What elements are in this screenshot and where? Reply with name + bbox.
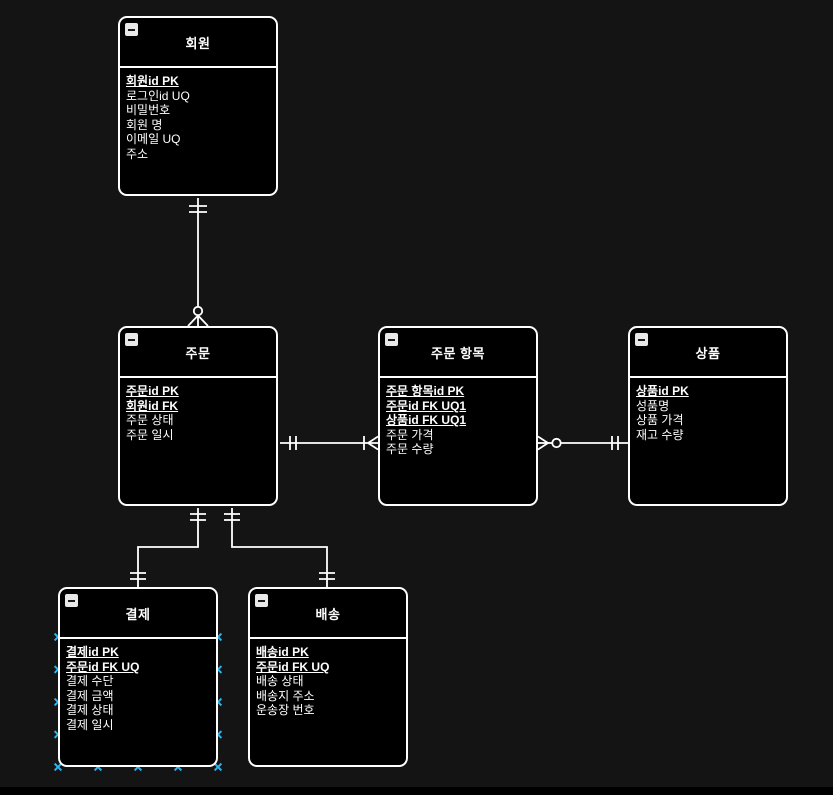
edge-order-payment[interactable] <box>130 508 206 587</box>
field-row[interactable]: 비밀번호 <box>126 103 171 117</box>
entity-member-fields: 회원id PK 로그인id UQ 비밀번호 회원 명 이메일 UQ 주소 <box>120 68 276 161</box>
field-row[interactable]: 주문id FK UQ1 <box>386 398 467 413</box>
collapse-minus-icon[interactable] <box>635 333 648 346</box>
field-row[interactable]: 주문id FK UQ <box>66 659 140 674</box>
field-row[interactable]: 결제 금액 <box>66 688 114 703</box>
field-row[interactable]: 배송 상태 <box>256 674 304 688</box>
edge-member-order[interactable] <box>187 198 209 327</box>
collapse-minus-icon[interactable] <box>385 333 398 346</box>
entity-order-title-bar: 주문 <box>120 328 276 378</box>
field-row[interactable]: 운송장 번호 <box>256 703 315 717</box>
entity-title: 회원 <box>185 35 211 51</box>
entity-product-title-bar: 상품 <box>630 328 786 378</box>
entity-shipping-title-bar: 배송 <box>250 589 406 639</box>
field-row[interactable]: 이메일 UQ <box>126 132 181 146</box>
field-row[interactable]: 주문id FK UQ <box>256 659 330 674</box>
field-row[interactable]: 주문 가격 <box>386 427 434 442</box>
field-row[interactable]: 주문 항목id PK <box>386 384 465 398</box>
entity-title: 주문 항목 <box>431 345 485 361</box>
entity-order-item-title-bar: 주문 항목 <box>380 328 536 378</box>
edge-order-shipping[interactable] <box>224 508 335 587</box>
field-row[interactable]: 로그인id UQ <box>126 88 190 103</box>
field-row[interactable]: 주문 상태 <box>126 413 174 427</box>
entity-order-item-fields: 주문 항목id PK 주문id FK UQ1 상품id FK UQ1 주문 가격… <box>380 378 536 457</box>
entity-member[interactable]: 회원 회원id PK 로그인id UQ 비밀번호 회원 명 이메일 UQ 주소 <box>118 16 278 196</box>
collapse-minus-icon[interactable] <box>255 594 268 607</box>
entity-title: 배송 <box>315 606 341 622</box>
entity-title: 주문 <box>185 345 211 361</box>
entity-product[interactable]: 상품 상품id PK 성품명 상품 가격 재고 수량 <box>628 326 788 506</box>
field-row[interactable]: 주문 수량 <box>386 442 434 456</box>
entity-payment[interactable]: 결제 결제id PK 주문id FK UQ 결제 수단 결제 금액 결제 상태 … <box>58 587 218 767</box>
entity-payment-title-bar: 결제 <box>60 589 216 639</box>
field-row[interactable]: 상품id PK <box>636 384 689 398</box>
field-row[interactable]: 주문 일시 <box>126 427 174 442</box>
field-row[interactable]: 상품id FK UQ1 <box>386 413 467 427</box>
edge-orderitem-product[interactable] <box>537 435 628 451</box>
collapse-minus-icon[interactable] <box>125 333 138 346</box>
bottom-bar <box>0 787 833 795</box>
entity-member-title-bar: 회원 <box>120 18 276 68</box>
field-row[interactable]: 성품명 <box>636 398 670 413</box>
field-row[interactable]: 회원 명 <box>126 117 163 132</box>
field-row[interactable]: 배송지 주소 <box>256 688 315 703</box>
entity-shipping-fields: 배송id PK 주문id FK UQ 배송 상태 배송지 주소 운송장 번호 <box>250 639 406 718</box>
entity-order-fields: 주문id PK 회원id FK 주문 상태 주문 일시 <box>120 378 276 442</box>
entity-product-fields: 상품id PK 성품명 상품 가격 재고 수량 <box>630 378 786 442</box>
collapse-minus-icon[interactable] <box>65 594 78 607</box>
entity-payment-fields: 결제id PK 주문id FK UQ 결제 수단 결제 금액 결제 상태 결제 … <box>60 639 216 732</box>
field-row[interactable]: 배송id PK <box>256 645 309 659</box>
collapse-minus-icon[interactable] <box>125 23 138 36</box>
field-row[interactable]: 회원id FK <box>126 398 179 413</box>
entity-shipping[interactable]: 배송 배송id PK 주문id FK UQ 배송 상태 배송지 주소 운송장 번… <box>248 587 408 767</box>
entity-order-item[interactable]: 주문 항목 주문 항목id PK 주문id FK UQ1 상품id FK UQ1… <box>378 326 538 506</box>
field-row[interactable]: 결제id PK <box>66 645 119 659</box>
field-row[interactable]: 주소 <box>126 146 149 161</box>
field-row[interactable]: 결제 일시 <box>66 717 114 732</box>
field-row[interactable]: 상품 가격 <box>636 413 684 427</box>
entity-title: 결제 <box>125 606 151 622</box>
field-row[interactable]: 재고 수량 <box>636 427 684 442</box>
field-row[interactable]: 결제 상태 <box>66 703 114 717</box>
entity-title: 상품 <box>695 345 721 361</box>
edge-order-orderitem[interactable] <box>280 435 379 451</box>
entity-order[interactable]: 주문 주문id PK 회원id FK 주문 상태 주문 일시 <box>118 326 278 506</box>
field-row[interactable]: 주문id PK <box>126 384 179 398</box>
field-row[interactable]: 회원id PK <box>126 74 179 88</box>
field-row[interactable]: 결제 수단 <box>66 674 114 688</box>
